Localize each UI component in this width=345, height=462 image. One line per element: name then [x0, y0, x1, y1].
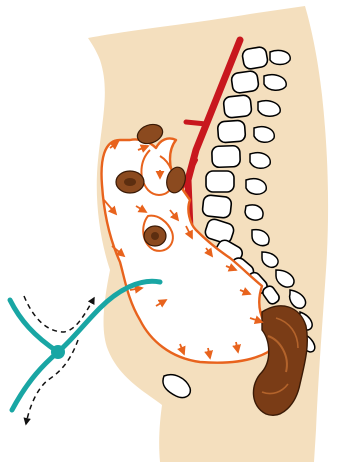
node-dot: [51, 345, 65, 359]
direction-arrows: [24, 296, 94, 424]
branch-artery: [186, 122, 206, 124]
